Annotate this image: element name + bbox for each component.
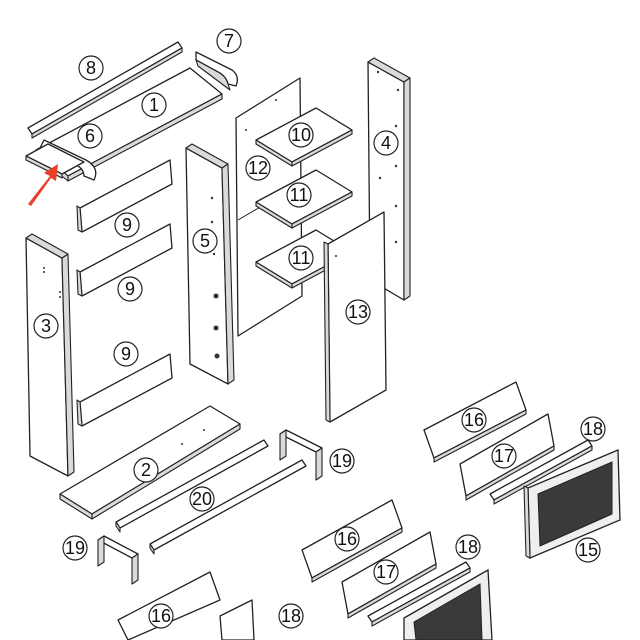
label-8: 8 [78,55,104,81]
svg-text:19: 19 [332,451,352,471]
svg-text:2: 2 [141,460,151,480]
part-3-left-side-panel [25,233,75,477]
label-9b: 9 [117,276,143,302]
label-9c: 9 [113,341,139,367]
part-9-rail-upper [76,159,173,233]
svg-text:8: 8 [86,58,96,78]
label-10: 10 [288,122,314,148]
part-15-mesh-frame-second [403,568,493,640]
part-5-divider-panel [185,143,235,385]
label-6: 6 [77,123,103,149]
label-18a: 18 [580,416,606,442]
svg-text:9: 9 [122,215,132,235]
part-18-strip-b [367,561,471,627]
red-arrow-icon [28,164,58,206]
label-4: 4 [373,130,399,156]
svg-text:15: 15 [578,540,598,560]
part-18-strip-a [489,439,593,505]
svg-text:18: 18 [458,537,478,557]
svg-text:18: 18 [281,606,301,626]
label-12: 12 [245,155,271,181]
label-17b: 17 [373,559,399,585]
label-2: 2 [133,457,159,483]
part-9-rail-middle [76,223,173,297]
svg-text:6: 6 [85,126,95,146]
svg-text:13: 13 [348,302,368,322]
svg-text:9: 9 [121,344,131,364]
svg-text:7: 7 [224,31,234,51]
label-11a: 11 [286,182,312,208]
label-16b: 16 [334,526,360,552]
label-19b: 19 [62,535,88,561]
svg-text:16: 16 [151,606,171,626]
label-16a: 16 [461,407,487,433]
label-1: 1 [141,92,167,118]
label-18b: 18 [455,534,481,560]
svg-text:11: 11 [290,185,309,205]
label-9a: 9 [114,212,140,238]
part-16-panel-c [117,571,221,640]
label-16c: 16 [148,603,174,629]
label-20: 20 [189,486,215,512]
part-15-mesh-frame [523,449,621,559]
part-20-rail-lower [149,459,307,555]
svg-text:3: 3 [41,316,51,336]
svg-text:5: 5 [200,231,210,251]
svg-text:20: 20 [192,489,212,509]
svg-text:19: 19 [65,538,85,558]
svg-text:11: 11 [292,248,311,268]
svg-text:4: 4 [381,133,391,153]
part-20-rail-upper [115,439,269,533]
svg-text:16: 16 [337,529,357,549]
svg-text:12: 12 [248,158,268,178]
label-18c: 18 [278,603,304,629]
label-17a: 17 [491,443,517,469]
svg-text:17: 17 [494,446,514,466]
label-19a: 19 [329,448,355,474]
label-7: 7 [216,28,242,54]
label-5: 5 [192,228,218,254]
svg-text:17: 17 [376,562,396,582]
label-11b: 11 [288,245,314,271]
part-17-panel-c [219,599,255,640]
svg-text:18: 18 [583,419,603,439]
part-8-top-rail [27,41,183,139]
part-7-bracket [195,51,238,91]
svg-text:9: 9 [125,279,135,299]
label-13: 13 [345,299,371,325]
part-9-rail-lower [76,353,173,427]
svg-text:1: 1 [149,95,159,115]
svg-text:10: 10 [291,125,311,145]
svg-text:16: 16 [464,410,484,430]
part-6-bracket [25,139,97,181]
part-19-foot-left [97,535,139,585]
callout-labels: 1 2 3 4 5 6 7 8 9 9 9 10 11 11 12 13 15 … [33,28,606,629]
label-3: 3 [33,313,59,339]
label-15: 15 [575,537,601,563]
part-19-foot-right [279,429,323,481]
